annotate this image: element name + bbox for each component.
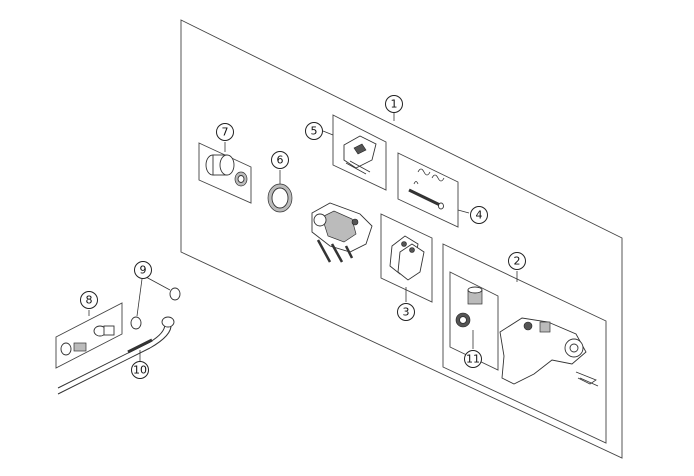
brake-hose-part (57, 316, 175, 395)
callout-10: 10 (131, 361, 149, 379)
seal-ring-part (267, 183, 293, 213)
spring-pin-kit-panel (397, 152, 459, 228)
callout-7: 7 (216, 123, 234, 141)
svg-text:11: 11 (466, 353, 480, 366)
main-kit-panel (180, 19, 623, 459)
svg-text:4: 4 (476, 209, 483, 222)
callout-4: 4 (470, 206, 488, 224)
callout-9: 9 (134, 261, 152, 279)
clip-and-pin-part (408, 168, 445, 210)
svg-text:1: 1 (391, 98, 398, 111)
leader-lines (88, 112, 518, 363)
svg-text:7: 7 (222, 126, 229, 139)
pad-retainer-part (343, 135, 377, 175)
brake-pads-part (389, 235, 425, 281)
caliper-body-part (311, 202, 373, 263)
banjo-bolt-part (60, 325, 115, 356)
svg-text:6: 6 (277, 154, 284, 167)
slide-bolt-kit-panel (449, 271, 499, 371)
callout-8: 8 (80, 291, 98, 309)
callout-6: 6 (271, 151, 289, 169)
svg-text:8: 8 (86, 294, 93, 307)
piston-part (205, 154, 248, 187)
callout-2: 2 (508, 252, 526, 270)
callout-5: 5 (305, 122, 323, 140)
callout-11: 11 (464, 350, 482, 368)
svg-text:5: 5 (311, 125, 318, 138)
banjo-bolt-kit-panel (55, 302, 123, 369)
caliper-support-part (499, 317, 599, 387)
svg-text:9: 9 (140, 264, 147, 277)
callout-3: 3 (397, 303, 415, 321)
o-rings-part (130, 287, 181, 330)
svg-text:10: 10 (133, 364, 147, 377)
svg-text:2: 2 (514, 255, 521, 268)
svg-text:3: 3 (403, 306, 410, 319)
slide-bolt-part (455, 286, 483, 328)
callout-1: 1 (385, 95, 403, 113)
